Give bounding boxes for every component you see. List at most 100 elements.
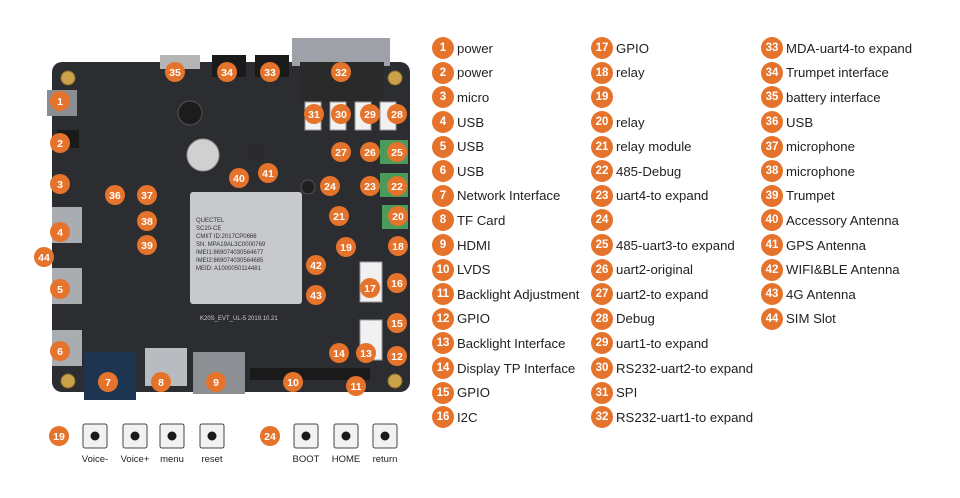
legend-badge: 38 [761,160,783,183]
legend-label: Trumpet [786,188,835,204]
board-marker-12: 12 [387,346,407,366]
legend-badge: 43 [761,283,783,306]
board-label: K20S_EVT_UL-5 2019.10.21 [200,316,278,322]
board-marker-11: 11 [346,376,366,396]
board-marker-7: 7 [98,372,118,392]
board-marker-17: 17 [360,278,380,298]
legend-label: Trumpet interface [786,65,889,81]
board-marker-44: 44 [34,247,54,267]
legend-label: microphone [786,139,855,155]
tactile-button-voice-: Voice- [82,423,108,465]
legend-label: Network Interface [457,188,561,204]
board-marker-42: 42 [306,255,326,275]
legend-badge: 16 [432,406,454,429]
board-marker-circle [137,211,157,231]
board-marker-circle [165,62,185,82]
legend-label: MDA-uart4-to expand [786,40,913,56]
legend-label: 485-Debug [616,163,682,179]
bottom-connectors [84,348,370,400]
tactile-button-label: Voice- [82,454,108,465]
legend-badge: 39 [761,184,783,207]
tactile-button-label: return [373,454,398,465]
board-marker-8: 8 [151,372,171,392]
legend-label: Display TP Interface [457,360,576,376]
board-marker-34: 34 [217,62,237,82]
legend-badge: 2 [432,61,454,84]
board-marker-circle [50,222,70,242]
board-marker-label: 35 [169,67,181,79]
board-marker-label: 11 [350,381,361,393]
board-marker-32: 32 [331,62,351,82]
board-marker-circle [387,313,407,333]
tactile-button-label: reset [201,454,222,465]
board-marker-circle [217,62,237,82]
legend-label: relay [616,65,645,81]
board-marker-21: 21 [329,206,349,226]
board-marker-30: 30 [331,104,351,124]
capacitors [177,100,316,195]
legend-label: GPIO [457,311,490,327]
legend-badge: 4 [432,111,454,134]
board-marker-label: 2 [57,138,63,150]
tactile-button-home: HOME [332,423,360,465]
legend-badge: 19 [591,86,613,109]
board-marker-label: 10 [287,377,299,389]
board-marker-circle [387,273,407,293]
legend-label: GPS Antenna [786,237,866,253]
board-marker-circle [50,133,70,153]
legend-label: Backlight Interface [457,335,566,351]
board-marker-24: 24 [320,176,340,196]
board-marker-label: 23 [364,181,376,193]
board-marker-label: 20 [392,211,404,223]
board-marker-label: 4 [57,227,63,239]
buttons-group-a-marker: 19 [49,426,69,446]
legend-label: power [457,40,493,56]
legend-label: uart1-to expand [616,335,709,351]
svg-text:19: 19 [53,431,65,443]
board-marker-label: 3 [57,179,63,191]
board-marker-label: 28 [391,109,403,121]
board-marker-13: 13 [356,343,376,363]
tactile-button-voice-: Voice+ [121,423,150,465]
legend-label: Backlight Adjustment [457,286,580,302]
legend-badge: 37 [761,135,783,158]
board-marker-label: 1 [57,96,63,108]
board-marker-circle [356,343,376,363]
board-marker-27: 27 [331,142,351,162]
board-marker-circle [229,168,249,188]
legend-badge: 11 [432,283,454,306]
legend-badge: 8 [432,209,454,232]
board-marker-20: 20 [388,206,408,226]
board-marker-circle [306,255,326,275]
board-marker-circle [329,206,349,226]
legend-badge: 33 [761,37,783,60]
board-marker-22: 22 [387,176,407,196]
board-marker-33: 33 [260,62,280,82]
board-marker-26: 26 [360,142,380,162]
board-marker-label: 7 [105,377,111,389]
board-marker-14: 14 [329,343,349,363]
legend-badge: 32 [591,406,613,429]
legend-label: uart2-to expand [616,286,709,302]
